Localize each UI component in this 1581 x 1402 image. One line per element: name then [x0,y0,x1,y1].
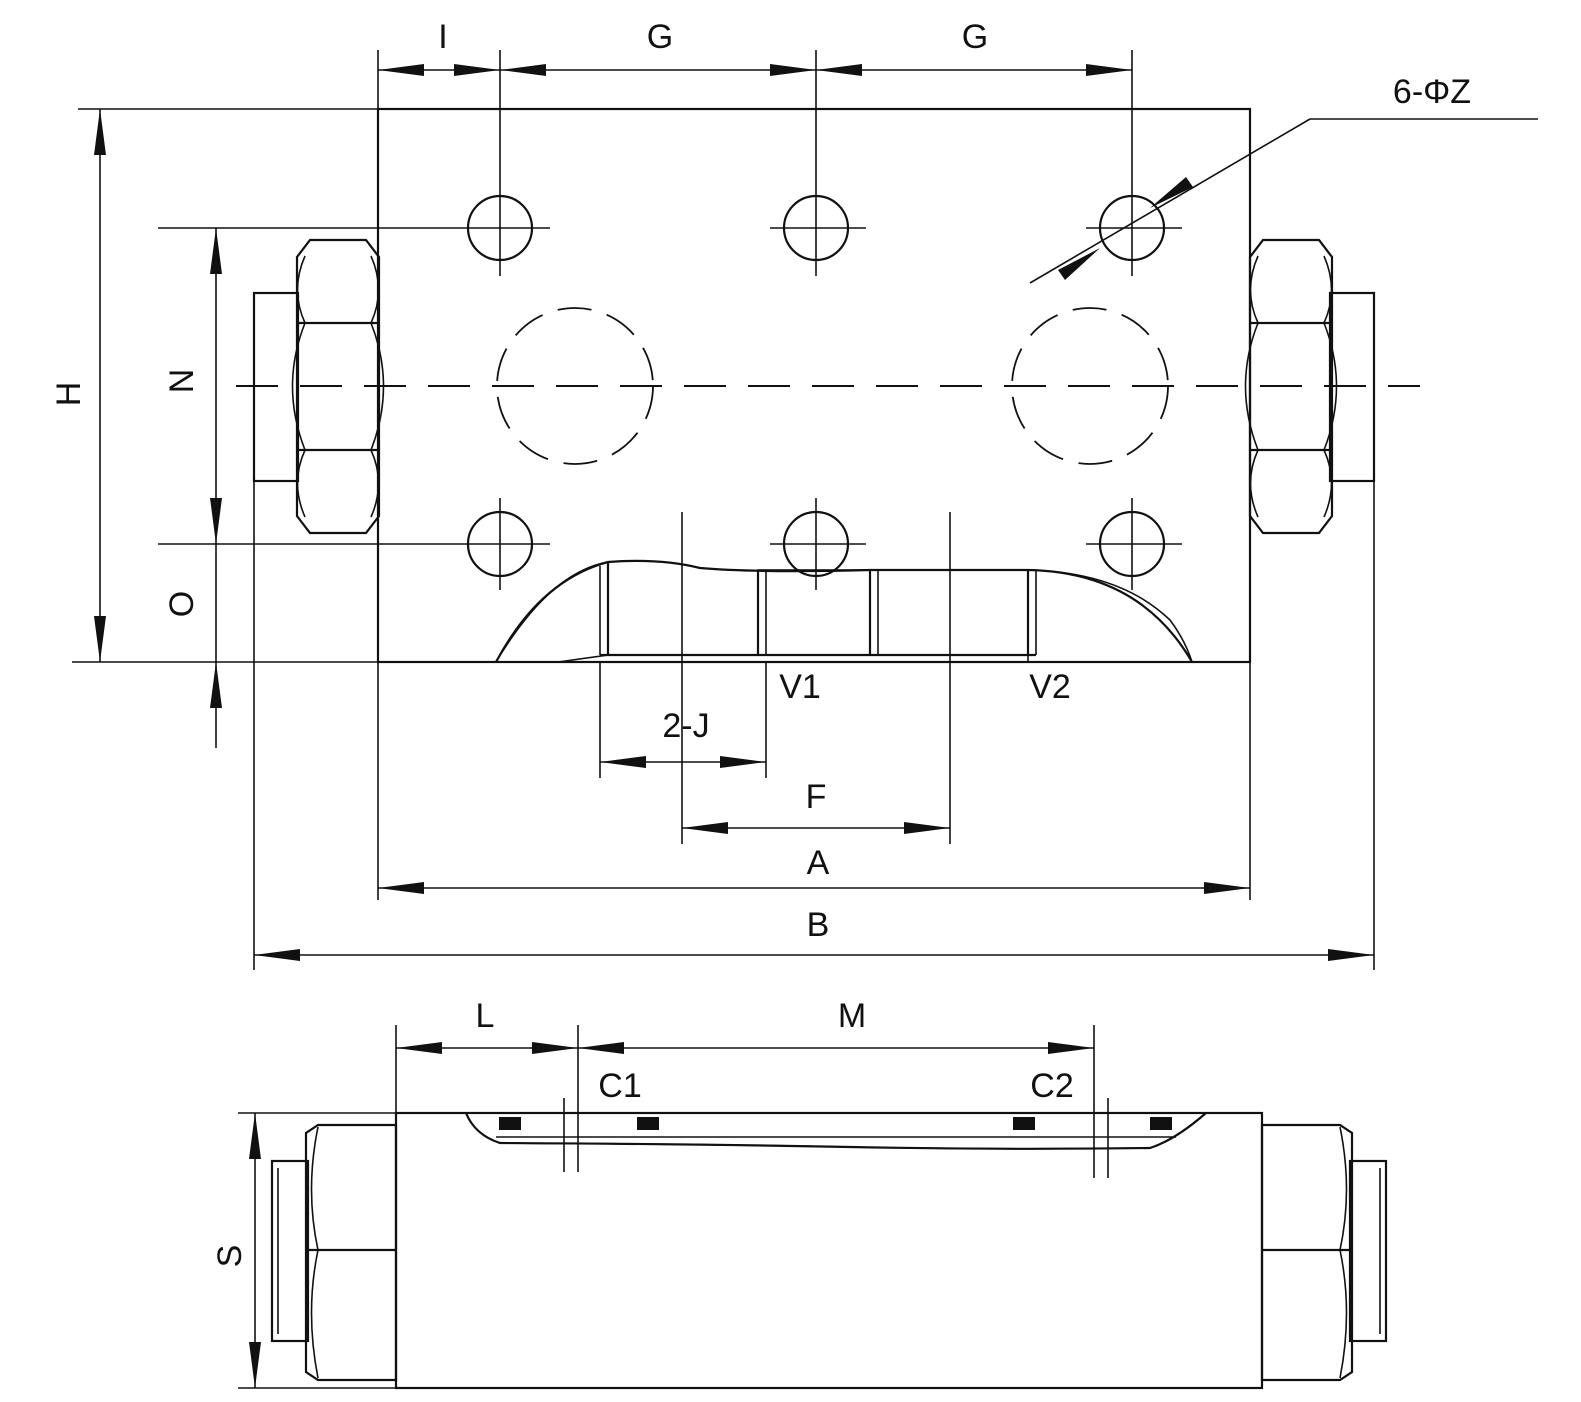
label-v2: V2 [1029,668,1071,706]
mounting-hole [770,498,866,590]
label-v1: V1 [779,668,821,706]
label-2-j: 2-J [662,707,709,745]
label-g-left: G [647,18,673,56]
seal [499,1117,521,1130]
label-s: S [211,1245,249,1268]
left-nut-side [270,1123,398,1382]
label-6-phi-z: 6-ΦZ [1393,73,1471,111]
label-c1: C1 [598,1067,641,1105]
label-c2: C2 [1030,1067,1073,1105]
extension-lines [72,50,1538,970]
mounting-hole [1086,182,1182,276]
mounting-hole [770,182,866,276]
side-view-body [394,1111,1264,1390]
dimension-lines [94,64,1374,961]
mounting-hole [454,498,550,590]
port-circle-right [1011,307,1169,465]
right-nut-side [1260,1123,1388,1382]
side-extension-lines [238,1025,1095,1389]
side-view: L M C1 C2 S [211,997,1388,1390]
port-circle-left [496,307,654,465]
top-view: I G G 6-ΦZ H N O V1 V2 2-J F A B [50,18,1538,970]
mounting-hole [1086,498,1182,590]
seal [1150,1117,1172,1130]
right-hex-nut [1244,238,1376,535]
mounting-holes [454,182,1182,590]
label-o: O [163,591,201,617]
label-i: I [438,18,447,56]
label-a: A [807,844,830,882]
label-l: L [476,997,495,1035]
label-m: M [838,997,866,1035]
side-section-strip [464,1098,1209,1178]
section-cutaway [494,559,1194,663]
side-dimension-lines [249,1042,1094,1388]
mounting-hole [454,182,550,276]
label-n: N [163,369,201,394]
label-g-right: G [962,18,988,56]
seal [1013,1117,1035,1130]
label-b: B [807,906,830,944]
label-h: H [50,382,88,407]
label-f: F [806,778,827,816]
seal [637,1117,659,1130]
